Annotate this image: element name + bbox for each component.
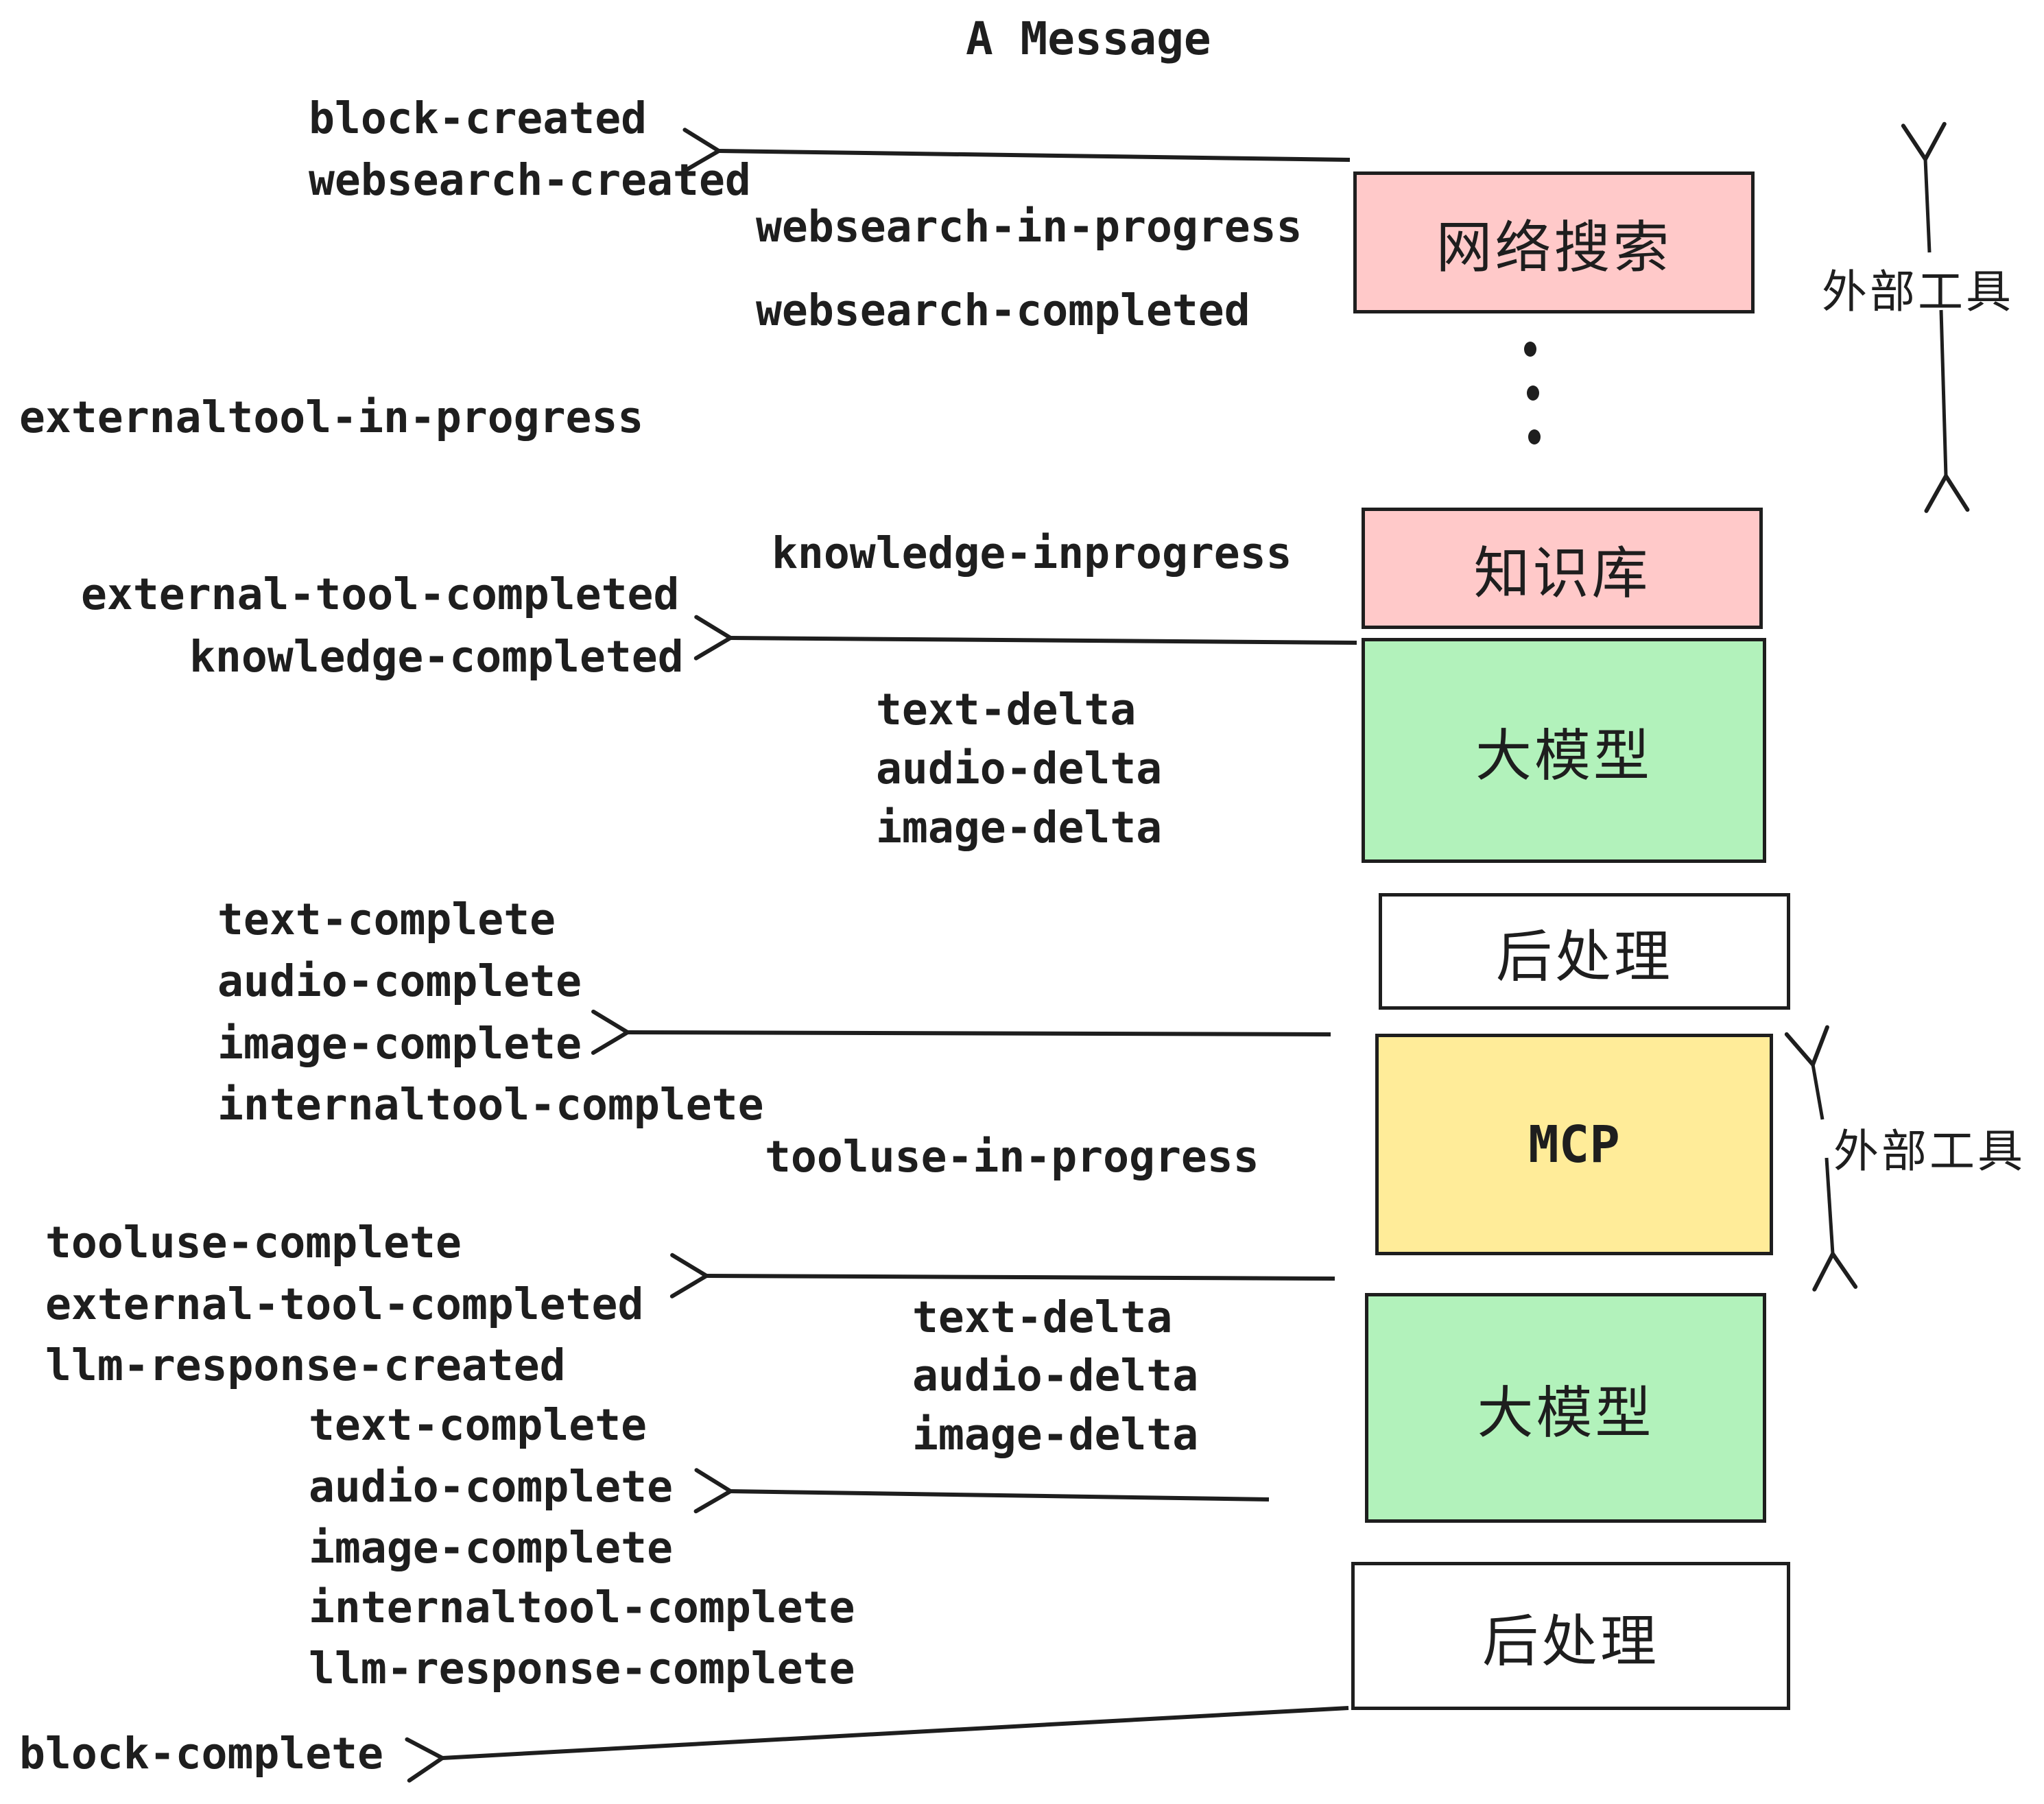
event-label-tooluse-in-progress: tooluse-in-progress [765, 1132, 1259, 1182]
ellipsis-dot [1524, 342, 1536, 357]
event-label-text-complete-2: text-complete [309, 1400, 647, 1450]
arrow-to-knowledge-completed [693, 615, 1357, 661]
diagram-title: A Message [966, 12, 1211, 65]
event-label-image-delta-1: image-delta [876, 803, 1163, 853]
node-postprocess-2-label: 后处理 [1482, 1609, 1659, 1674]
external-tools-up-arrow-1 [1901, 121, 1947, 253]
arrow-to-external-tool-completed [669, 1253, 1335, 1298]
node-mcp: MCP [1375, 1034, 1773, 1255]
event-label-websearch-created: websearch-created [309, 155, 751, 205]
event-label-llm-response-created: llm-response-created [45, 1340, 566, 1390]
event-label-tooluse-complete: tooluse-complete [45, 1218, 462, 1268]
node-postprocess-label: 后处理 [1495, 924, 1673, 990]
event-label-external-tool-completed: external-tool-completed [81, 569, 680, 619]
event-label-websearch-in-progress: websearch-in-progress [756, 202, 1303, 252]
arrow-to-audio-complete [693, 1468, 1270, 1514]
event-label-externaltool-in-progress: externaltool-in-progress [19, 392, 644, 442]
arrow-to-image-complete [591, 1009, 1331, 1055]
event-label-block-created: block-created [309, 93, 647, 143]
node-llm-2: 大模型 [1365, 1293, 1766, 1523]
node-mcp-label: MCP [1528, 1115, 1620, 1174]
event-label-text-delta-1: text-delta [876, 685, 1137, 735]
node-websearch: 网络搜索 [1353, 171, 1755, 313]
event-label-audio-complete-1: audio-complete [217, 956, 582, 1006]
event-label-image-complete-1: image-complete [217, 1019, 582, 1069]
event-label-image-complete-2: image-complete [309, 1523, 674, 1573]
node-knowledge-label: 知识库 [1473, 541, 1651, 606]
node-postprocess-2: 后处理 [1351, 1562, 1790, 1710]
external-tools-label-1: 外部工具 [1822, 265, 2014, 318]
event-label-audio-delta-2: audio-delta [912, 1351, 1199, 1401]
external-tools-label-2: 外部工具 [1833, 1125, 2025, 1178]
arrow-websearch-to-block-created [682, 128, 1351, 174]
event-label-internaltool-complete-1: internaltool-complete [217, 1080, 764, 1130]
event-label-text-delta-2: text-delta [912, 1292, 1173, 1342]
node-knowledge: 知识库 [1362, 508, 1763, 629]
event-label-text-complete-1: text-complete [217, 894, 556, 945]
event-label-audio-complete-2: audio-complete [309, 1462, 674, 1512]
event-label-image-delta-2: image-delta [912, 1410, 1199, 1460]
node-postprocess-1: 后处理 [1379, 893, 1790, 1010]
node-websearch-label: 网络搜索 [1436, 215, 1672, 281]
node-llm-2-label: 大模型 [1477, 1381, 1654, 1446]
ellipsis-dot [1528, 429, 1541, 444]
event-label-knowledge-completed: knowledge-completed [189, 632, 684, 682]
event-label-knowledge-inprogress: knowledge-inprogress [772, 528, 1292, 578]
node-llm-1: 大模型 [1362, 638, 1766, 863]
external-tools-up-arrow-2 [1784, 1025, 1829, 1120]
event-label-block-complete: block-complete [19, 1729, 384, 1779]
arrow-to-block-complete [405, 1706, 1349, 1783]
event-label-audio-delta-1: audio-delta [876, 744, 1163, 794]
ellipsis-dot [1527, 385, 1539, 401]
external-tools-down-arrow-2 [1812, 1157, 1858, 1292]
external-tools-down-arrow-1 [1924, 309, 1970, 513]
node-llm-label: 大模型 [1475, 723, 1652, 789]
event-label-external-tool-completed-2: external-tool-completed [45, 1279, 644, 1329]
event-label-llm-response-complete: llm-response-complete [309, 1643, 855, 1694]
event-label-internaltool-complete-2: internaltool-complete [309, 1582, 855, 1633]
event-label-websearch-completed: websearch-completed [756, 285, 1250, 335]
